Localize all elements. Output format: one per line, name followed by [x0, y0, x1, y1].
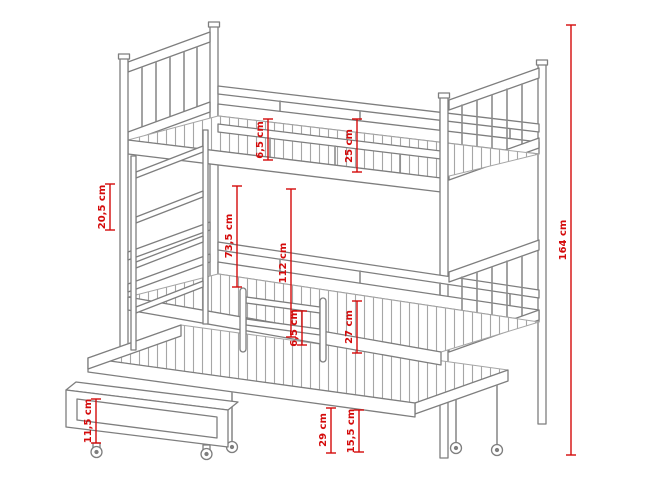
guardrail-post	[319, 297, 327, 363]
upper-bunk	[127, 31, 540, 193]
dim-upper-mattress-depth: 6,5 cm	[255, 118, 273, 161]
wheel-hub	[494, 447, 500, 453]
dimension-label: 6,5 cm	[255, 121, 266, 159]
upper-back-guardrail	[217, 85, 540, 133]
dim-ladder-rung-spacing: 20,5 cm	[97, 183, 115, 231]
bed-drawing	[65, 21, 549, 461]
dimension-label: 11,5 cm	[83, 399, 94, 444]
lower-headboard-rail	[127, 221, 211, 261]
dimension-label: 73,5 cm	[224, 214, 235, 259]
storage-drawer	[65, 381, 239, 461]
ladder-rail	[202, 129, 209, 325]
ladder-rung	[135, 190, 204, 224]
lower-back-guardrail	[217, 241, 540, 299]
post-cap	[117, 53, 131, 60]
post-cap	[437, 92, 451, 99]
dimension-label: 164 cm	[558, 220, 569, 261]
lower-headboard-rail	[127, 253, 211, 293]
dimension-label: 25 cm	[344, 129, 355, 163]
dimension-annotations: 20,5 cm 6,5 cm 25 cm 73,5 cm 112 cm	[83, 24, 576, 456]
post	[119, 57, 129, 361]
dim-trundle-frame-height: 15,5 cm	[346, 409, 364, 454]
dim-total-height: 164 cm	[558, 24, 576, 456]
dim-drawer-height: 11,5 cm	[83, 398, 101, 444]
ladder-rail	[130, 155, 137, 351]
trundle-guardrail	[239, 287, 327, 363]
dimension-label: 6,5 cm	[289, 309, 300, 347]
dimension-label: 112 cm	[278, 243, 289, 284]
footboard-top-rail	[448, 239, 540, 283]
wheel-hub	[453, 445, 459, 451]
dimension-label: 29 cm	[318, 413, 329, 447]
wheel-hub	[229, 444, 235, 450]
dim-bunk-clearance: 73,5 cm	[224, 185, 242, 288]
front-left-post	[117, 53, 131, 361]
dimension-label: 15,5 cm	[346, 409, 357, 454]
dim-lower-guardrail-height: 27 cm	[344, 300, 362, 354]
dimension-label: 27 cm	[344, 310, 355, 344]
lower-bunk	[127, 221, 540, 353]
post-cap	[207, 21, 221, 28]
dim-lower-mattress-depth: 6,5 cm	[289, 309, 307, 347]
dim-upper-bunk-height: 112 cm	[278, 188, 296, 338]
footboard-top-rail	[448, 67, 540, 111]
wheel-hub	[204, 451, 209, 457]
ladder	[130, 129, 209, 351]
drawer-panel	[76, 398, 218, 439]
dim-upper-guardrail-height: 25 cm	[344, 118, 362, 173]
wheel-hub	[94, 449, 99, 455]
dimension-label: 20,5 cm	[97, 185, 108, 230]
dim-trundle-height: 29 cm	[318, 407, 336, 454]
post-cap	[535, 59, 549, 66]
guardrail-post	[239, 287, 247, 353]
